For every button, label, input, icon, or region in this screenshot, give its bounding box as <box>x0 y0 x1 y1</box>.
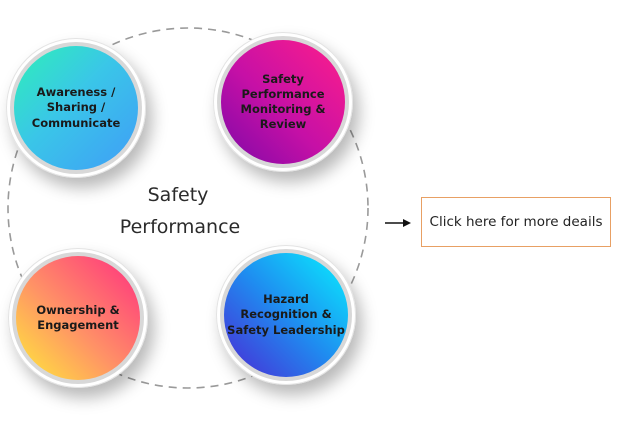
node-ownership[interactable]: Ownership & Engagement <box>8 248 148 388</box>
center-title-line1: Safety <box>147 184 209 206</box>
more-details-label: Click here for more deails <box>429 214 603 230</box>
node-hazard-recognition[interactable]: Hazard Recognition & Safety Leadership <box>216 245 356 385</box>
node-monitoring-review-disc: Safety Performance Monitoring & Review <box>221 40 345 164</box>
node-ownership-disc: Ownership & Engagement <box>16 256 140 380</box>
node-monitoring-review-label: Safety Performance Monitoring & Review <box>240 71 326 132</box>
node-awareness[interactable]: Awareness / Sharing / Communicate <box>6 38 146 178</box>
node-awareness-disc: Awareness / Sharing / Communicate <box>14 46 138 170</box>
more-details-button[interactable]: Click here for more deails <box>421 197 611 247</box>
center-title-line2: Performance <box>119 216 241 238</box>
arrow-right-icon <box>385 219 411 227</box>
node-ownership-label: Ownership & Engagement <box>36 302 120 332</box>
node-monitoring-review[interactable]: Safety Performance Monitoring & Review <box>213 32 353 172</box>
node-hazard-recognition-label: Hazard Recognition & Safety Leadership <box>227 292 345 337</box>
node-awareness-label: Awareness / Sharing / Communicate <box>31 85 121 130</box>
node-hazard-recognition-disc: Hazard Recognition & Safety Leadership <box>224 253 348 377</box>
